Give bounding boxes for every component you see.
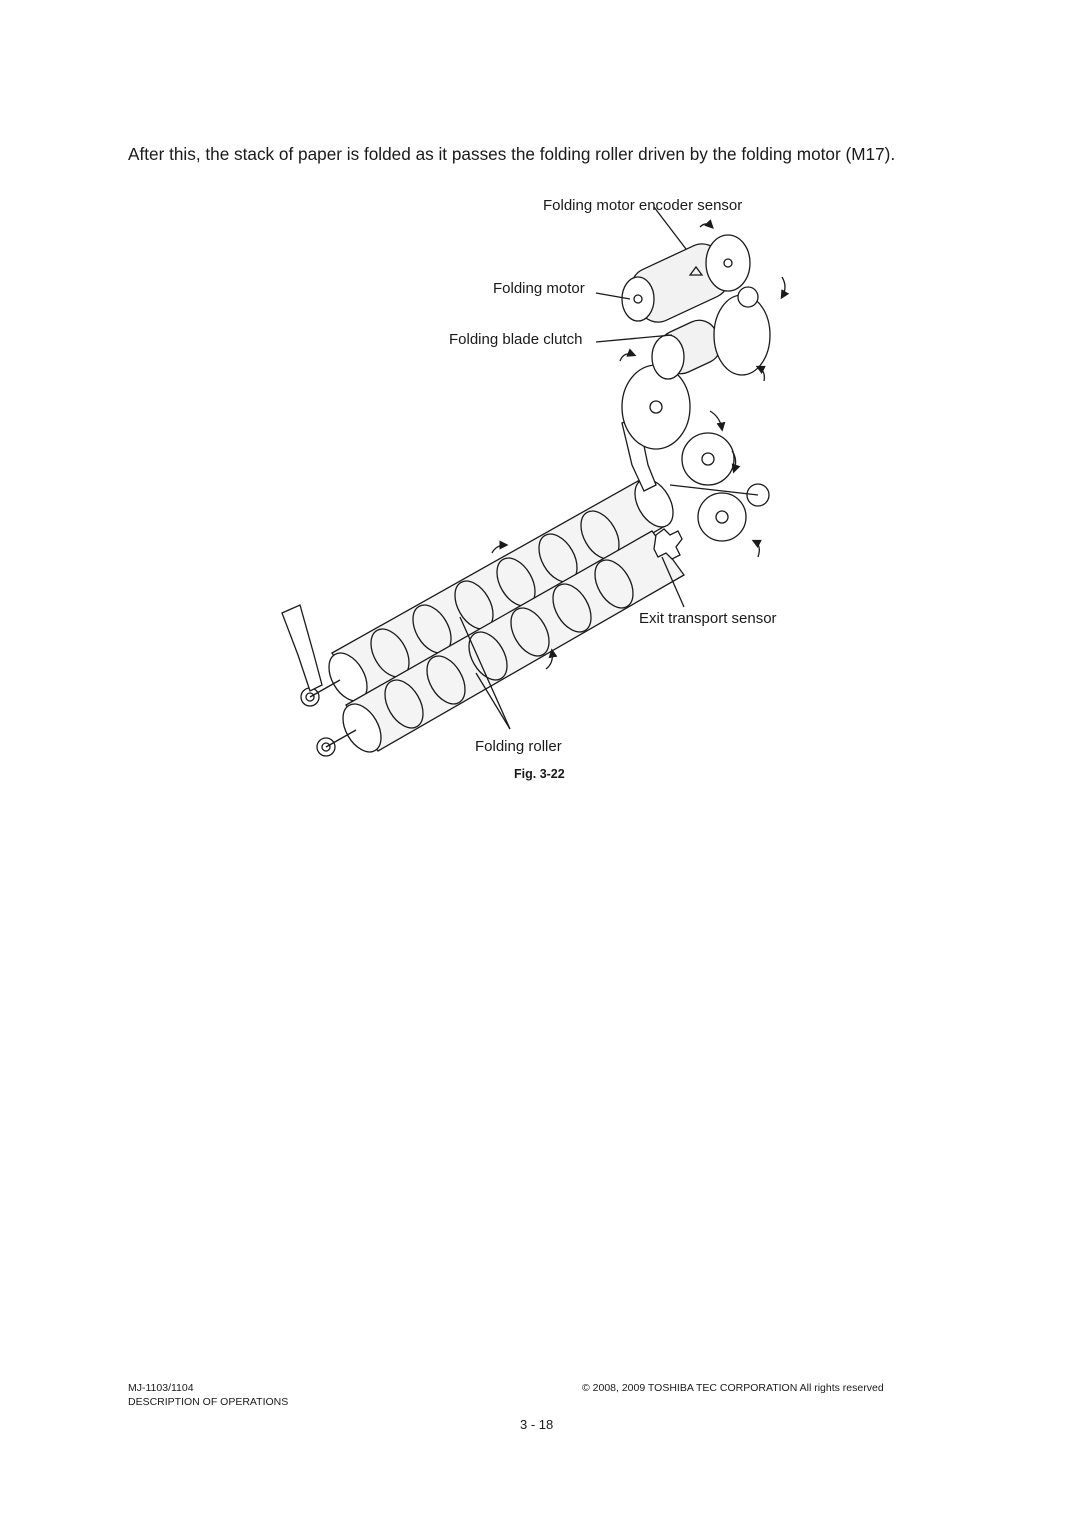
intro-paragraph: After this, the stack of paper is folded… [128,144,896,164]
folding-roller-leader-lower [475,672,511,730]
footer-model: MJ-1103/1104 [128,1382,194,1394]
folding-roller-lower [342,530,685,753]
page-number: 3 - 18 [520,1417,554,1432]
footer-section: DESCRIPTION OF OPERATIONS [128,1396,289,1408]
folding-roller-leader-upper [459,616,511,730]
clutch-leader [595,334,673,343]
label-folding-motor: Folding motor [493,280,585,297]
label-folding-motor-encoder-sensor: Folding motor encoder sensor [543,197,743,214]
motor-leader [595,292,631,300]
exit-transport-sensor [653,528,683,560]
folding-mechanism-illustration [281,206,790,757]
drive-gear-1 [681,432,735,486]
footer-copyright: © 2008, 2009 TOSHIBA TEC CORPORATION All… [582,1382,884,1394]
label-folding-roller: Folding roller [475,738,562,755]
left-lever [281,604,323,692]
exit-sensor-leader [661,556,685,608]
encoder-sensor-leader [653,206,687,250]
label-exit-transport-sensor: Exit transport sensor [639,610,777,627]
drive-gear-2 [697,492,747,542]
figure-caption: Fig. 3-22 [514,767,565,781]
folding-mechanism-figure: Folding motor encoder sensor Folding mot… [270,185,810,775]
label-folding-blade-clutch: Folding blade clutch [449,331,583,348]
encoder-disk [705,234,751,292]
large-pulley [621,364,691,450]
